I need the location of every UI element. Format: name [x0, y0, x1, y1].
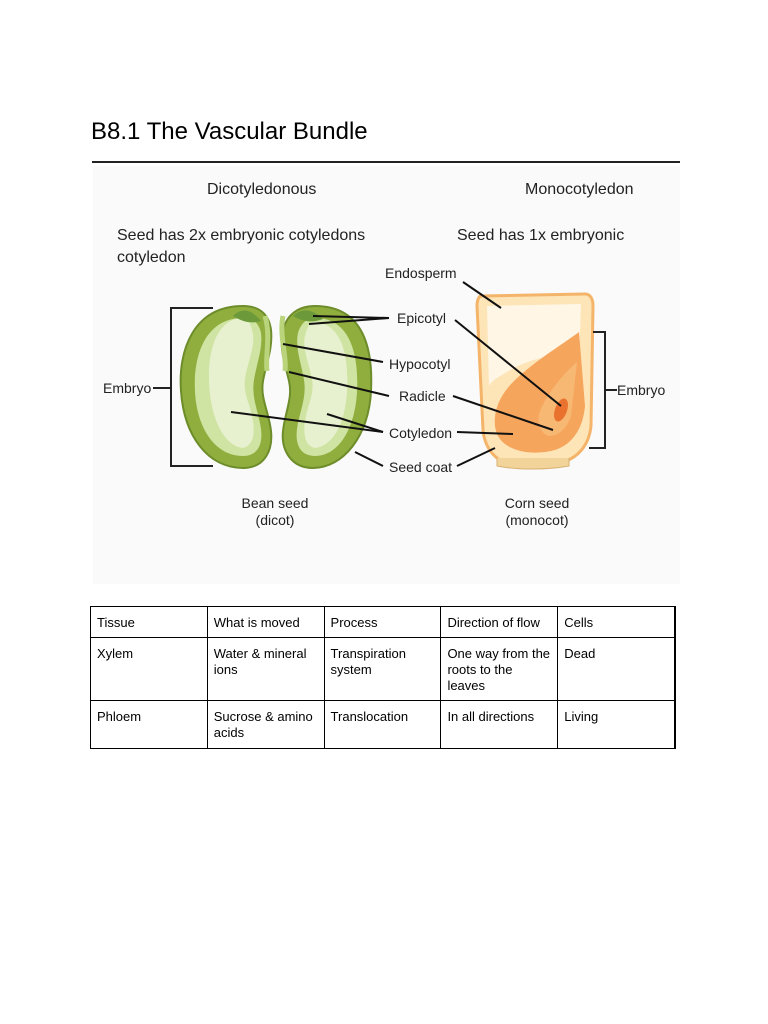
- title-divider: [92, 161, 680, 163]
- corn-caption-line1: Corn seed: [505, 495, 570, 511]
- page-title: B8.1 The Vascular Bundle: [91, 118, 368, 145]
- seed-diagram-svg: Dicotyledonous Monocotyledon Seed has 2x…: [103, 181, 665, 528]
- seed-diagram: Dicotyledonous Monocotyledon Seed has 2x…: [93, 166, 680, 584]
- header-cell: Process: [323, 606, 442, 638]
- vascular-bundle-table: Tissue What is moved Process Direction o…: [90, 606, 677, 749]
- label-embryo-left: Embryo: [103, 380, 151, 396]
- table-header-row: Tissue What is moved Process Direction o…: [90, 606, 677, 638]
- table-row: Phloem Sucrose & amino acids Translocati…: [90, 700, 677, 749]
- label-embryo-right: Embryo: [617, 382, 665, 398]
- table-cell: Translocation: [323, 700, 442, 749]
- bean-seed-graphic: [179, 304, 373, 470]
- corn-caption-line2: (monocot): [505, 512, 568, 528]
- corn-seed-graphic: [475, 292, 595, 470]
- label-cotyledon: Cotyledon: [389, 425, 452, 441]
- table-cell: Transpiration system: [323, 637, 442, 701]
- dicot-heading: Dicotyledonous: [207, 181, 316, 198]
- bean-caption-line1: Bean seed: [242, 495, 309, 511]
- header-cell: Direction of flow: [440, 606, 559, 638]
- table-cell: Phloem: [90, 700, 208, 749]
- dicot-description-line2: cotyledon: [117, 249, 186, 266]
- label-epicotyl: Epicotyl: [397, 310, 446, 326]
- table-cell: In all directions: [440, 700, 559, 749]
- table-cell: Sucrose & amino acids: [206, 700, 325, 749]
- table-row: Xylem Water & mineral ions Transpiration…: [90, 637, 677, 701]
- leader-lines: [230, 281, 562, 467]
- table-cell: Living: [557, 700, 677, 749]
- dicot-description-line1: Seed has 2x embryonic cotyledons: [117, 227, 365, 244]
- table-cell: Xylem: [90, 637, 208, 701]
- label-endosperm: Endosperm: [385, 265, 457, 281]
- table-cell: Water & mineral ions: [206, 637, 325, 701]
- header-cell: What is moved: [206, 606, 325, 638]
- header-cell: Cells: [557, 606, 677, 638]
- label-seed-coat: Seed coat: [389, 459, 452, 475]
- label-radicle: Radicle: [399, 388, 446, 404]
- bean-caption-line2: (dicot): [256, 512, 295, 528]
- header-cell: Tissue: [90, 606, 208, 638]
- label-hypocotyl: Hypocotyl: [389, 356, 450, 372]
- table-cell: One way from the roots to the leaves: [440, 637, 559, 701]
- table-cell: Dead: [557, 637, 677, 701]
- mono-description: Seed has 1x embryonic: [457, 227, 624, 244]
- mono-heading: Monocotyledon: [525, 181, 634, 198]
